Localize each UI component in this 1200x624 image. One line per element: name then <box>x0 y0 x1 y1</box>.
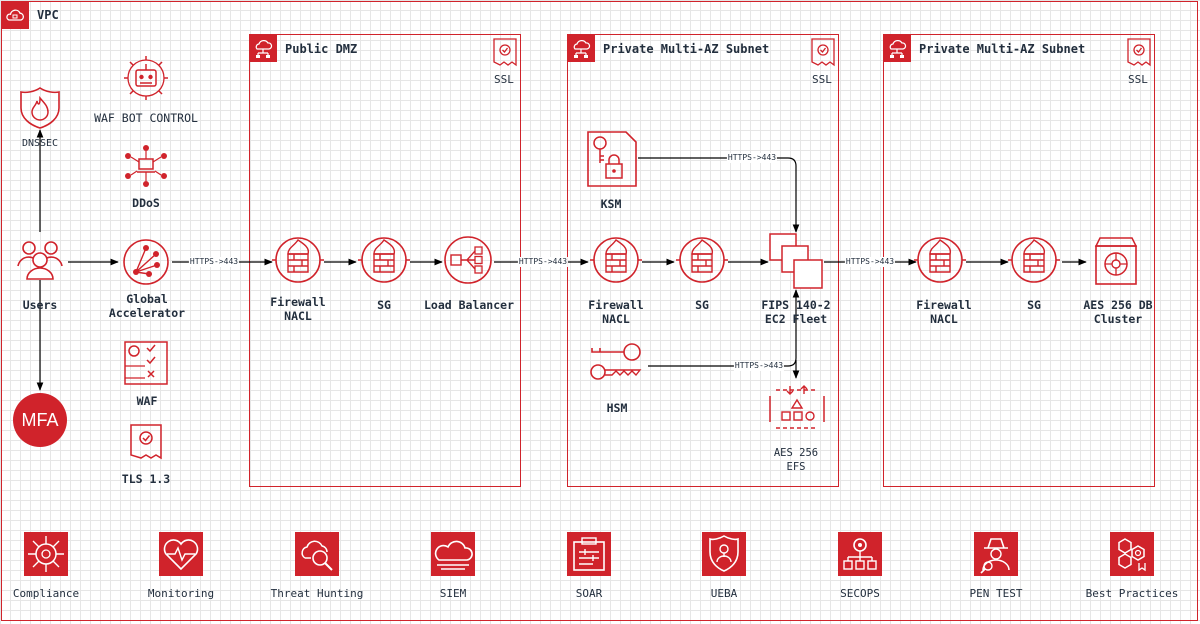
waf-checklist-icon <box>124 341 168 385</box>
subnet-icon <box>883 34 911 62</box>
tls-certificate-icon <box>130 424 162 460</box>
dnssec-shield-icon <box>20 87 60 129</box>
ueba-shield-icon <box>702 532 746 576</box>
bottom-label: Compliance <box>12 587 80 600</box>
certificate-icon <box>1127 38 1151 67</box>
lb-label: Load Balancer <box>423 298 515 312</box>
compliance-icon <box>24 532 68 576</box>
edge-label: HTTPS->443 <box>844 257 896 267</box>
db-label: AES 256 DB Cluster <box>1083 298 1153 326</box>
security-group-icon <box>676 237 728 283</box>
security-group-icon <box>358 237 410 283</box>
ssl-label: SSL <box>1128 73 1148 86</box>
siem-cloud-icon <box>431 532 475 576</box>
load-balancer-icon <box>444 236 492 284</box>
database-vault-icon <box>1094 237 1138 285</box>
mfa-icon: MFA <box>13 393 67 447</box>
efs-storage-icon <box>769 385 825 429</box>
group-title: Private Multi-AZ Subnet <box>603 42 770 56</box>
vpc-title: VPC <box>37 8 59 22</box>
firewall-icon <box>914 237 966 283</box>
mfa-text: MFA <box>21 410 58 430</box>
sg2-label: SG <box>695 298 709 312</box>
ec2-label: FIPS 140-2 EC2 Fleet <box>761 298 831 326</box>
soar-clipboard-icon <box>567 532 611 576</box>
hsm-label: HSM <box>606 401 628 415</box>
sg1-label: SG <box>377 298 391 312</box>
ssl-label: SSL <box>494 73 514 86</box>
dnssec-label: DNSSEC <box>21 138 59 149</box>
global-accelerator-icon <box>123 239 169 285</box>
ksm-to-ec2-edge <box>638 157 800 233</box>
ksm-label: KSM <box>600 197 622 211</box>
edge-label: HTTPS->443 <box>733 361 785 371</box>
ec2-fleet-icon <box>769 233 823 289</box>
firewall-icon <box>590 237 642 283</box>
tls-label: TLS 1.3 <box>121 472 171 486</box>
bottom-label: Monitoring <box>147 587 215 600</box>
fw2-label: Firewall NACL <box>588 298 644 326</box>
bottom-label: UEBA <box>710 587 738 600</box>
edge-label: HTTPS->443 <box>188 257 240 267</box>
ssl-label: SSL <box>812 73 832 86</box>
best-practices-hexagon-icon <box>1110 532 1154 576</box>
vpc-tab <box>1 1 29 29</box>
ddos-network-icon <box>125 145 167 187</box>
threat-hunting-icon <box>295 532 339 576</box>
monitoring-heart-icon <box>159 532 203 576</box>
group-title: Private Multi-AZ Subnet <box>919 42 1086 56</box>
bottom-label: SIEM <box>439 587 467 600</box>
ddos-label: DDoS <box>132 196 160 210</box>
ksm-key-lock-icon <box>587 131 637 187</box>
cloud-lock-icon <box>6 9 24 21</box>
secops-gear-icon <box>838 532 882 576</box>
waf-bot-label: WAF BOT CONTROL <box>94 111 198 125</box>
bottom-label: Best Practices <box>1085 587 1179 600</box>
security-group-icon <box>1008 237 1060 283</box>
users-label: Users <box>22 298 58 312</box>
certificate-icon <box>493 38 517 67</box>
robot-icon <box>124 56 168 100</box>
waf-label: WAF <box>136 394 158 408</box>
certificate-icon <box>811 38 835 67</box>
edge-label: HTTPS->443 <box>726 153 778 163</box>
bottom-label: Threat Hunting <box>270 587 364 600</box>
firewall-icon <box>272 237 324 283</box>
global-accelerator-label: Global Accelerator <box>108 292 186 320</box>
hsm-to-ec2-edge <box>648 289 800 367</box>
bottom-label: PEN TEST <box>969 587 1023 600</box>
fw3-label: Firewall NACL <box>916 298 972 326</box>
users-icon <box>17 241 63 280</box>
efs-label: AES 256 EFS <box>773 447 819 473</box>
subnet-icon <box>249 34 277 62</box>
sg3-label: SG <box>1027 298 1041 312</box>
bottom-label: SOAR <box>575 587 603 600</box>
subnet-icon <box>567 34 595 62</box>
pen-test-detective-icon <box>974 532 1018 576</box>
hsm-keys-icon <box>590 343 642 380</box>
group-title: Public DMZ <box>285 42 358 56</box>
fw1-label: Firewall NACL <box>270 295 326 323</box>
bottom-label: SECOPS <box>840 587 880 600</box>
edge-label: HTTPS->443 <box>517 257 569 267</box>
